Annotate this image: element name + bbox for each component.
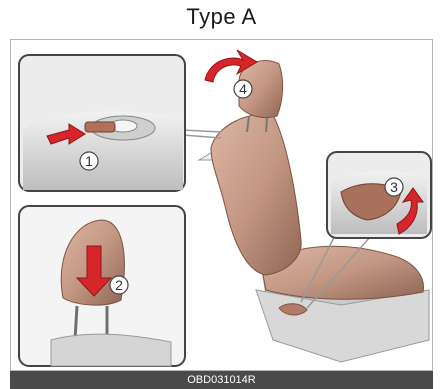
callout-4: 4 <box>239 81 247 97</box>
detail-panel-release-button: 1 <box>19 55 185 191</box>
callout-1: 1 <box>85 153 93 169</box>
seat-illustration: 4 1 2 <box>10 39 433 371</box>
seat-backrest <box>211 114 301 275</box>
figure-title: Type A <box>0 4 443 30</box>
illustration-canvas: 4 1 2 <box>11 40 434 372</box>
detail-panel-recline-lever: 3 <box>327 152 431 238</box>
figure-code: OBD031014R <box>10 371 433 389</box>
callout-2: 2 <box>115 277 123 293</box>
detail-panel-headrest-down: 2 <box>19 206 185 366</box>
callout-3: 3 <box>390 179 398 195</box>
